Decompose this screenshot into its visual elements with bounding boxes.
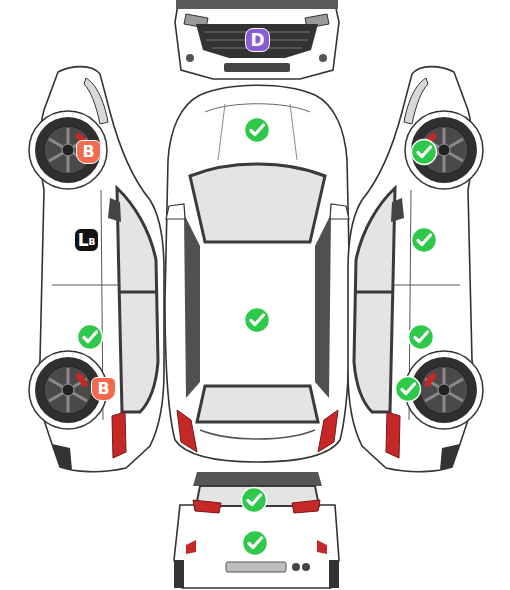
top-view xyxy=(165,85,350,462)
rear-view xyxy=(174,472,339,588)
front-view xyxy=(175,0,339,79)
badge-letter: B xyxy=(88,238,95,247)
badge-letter: B xyxy=(82,144,94,160)
damage-badge: D xyxy=(245,28,270,52)
badge-letter: L xyxy=(78,232,89,249)
damage-badge: B xyxy=(76,140,101,164)
check-marks xyxy=(78,118,437,556)
damage-badge: LB xyxy=(74,228,99,252)
badge-letter: B xyxy=(97,381,109,397)
badge-letter: D xyxy=(250,32,264,49)
left-side-view xyxy=(29,67,164,472)
damage-badge: B xyxy=(91,377,116,401)
right-side-view xyxy=(348,67,483,472)
